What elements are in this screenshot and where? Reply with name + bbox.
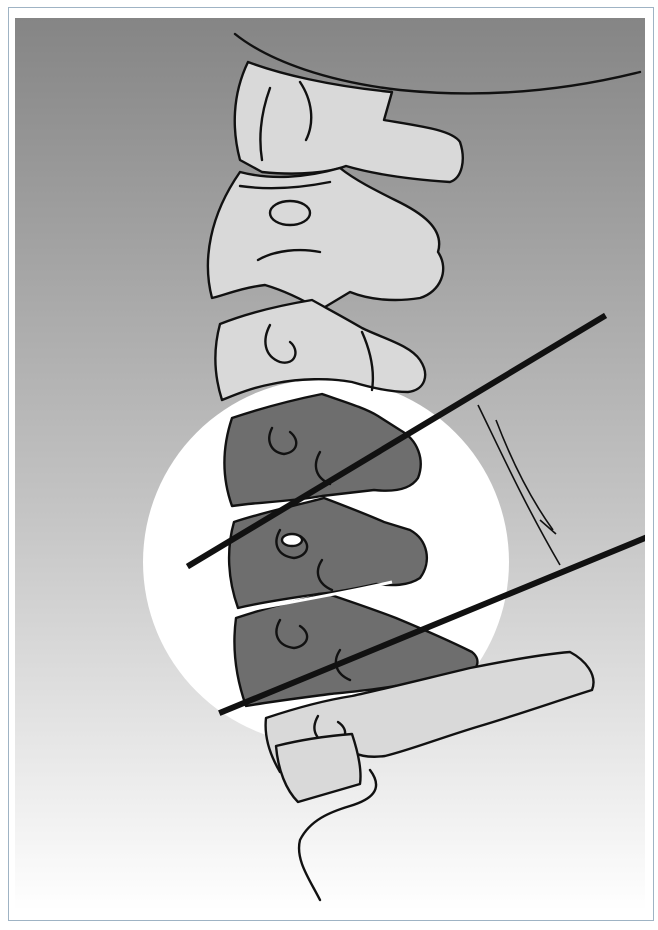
cervical-spine-illustration <box>15 18 645 911</box>
